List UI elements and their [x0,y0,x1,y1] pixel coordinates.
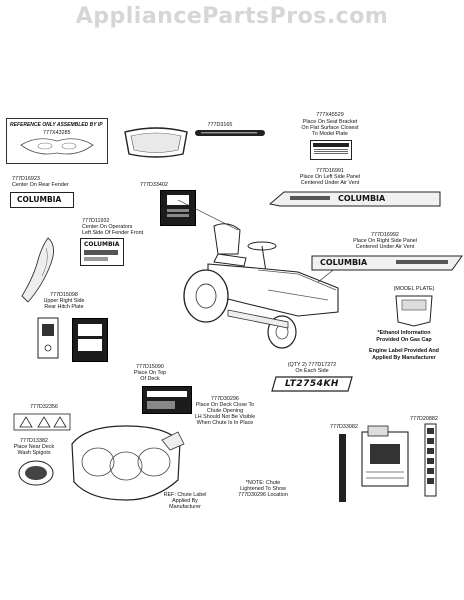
part-777d13382-desc-2: Wash Spigots [17,450,51,456]
part-777d13382-label: 777D13382 [20,438,48,444]
model-decal-text: LT2754KH [285,379,339,389]
part-777d16923-label: 777D16923 [12,176,40,182]
part-777d20882-strip [424,423,437,497]
part-777d17272-decal [271,376,353,392]
columbia-brand-text: COLUMBIA [338,194,386,203]
seat-pad-outline-icon [20,138,94,155]
engine-label-line-2: Applied By Manufacturer [372,355,436,361]
part-777d30296-desc-3: LH Should Not Be Visible [194,414,256,420]
part-777d16992-decal [311,255,463,271]
ethanol-note-line-2: Provided On Gas Cap [376,337,432,343]
seat-decal-graphic [124,127,188,158]
part-777d30296-label: 777D30296 [211,396,239,402]
reference-box-part: 777X43285 [43,130,71,136]
part-777d30296-desc-2: Chute Opening [206,408,244,414]
columbia-brand-text: COLUMBIA [84,241,120,248]
part-777d32356-label: 777D32356 [30,404,58,410]
part-777x45529-label: 777X45529 [316,112,344,118]
part-777d16991-decal [268,191,441,207]
hitch-plate-outline-icon [37,317,59,359]
part-777d16991-desc-1: Place On Left Side Panel [299,174,361,180]
part-777d3165-strip [195,130,265,136]
columbia-brand-text: COLUMBIA [320,258,368,267]
part-777d15090-desc-2: Of Deck [140,376,160,382]
part-777x45529-decal [310,140,352,160]
part-777d16923-desc: Center On Rear Fender [12,182,69,188]
part-777d16992-desc-1: Place On Right Side Panel [353,238,417,244]
part-777d16992-label: 777D16992 [371,232,399,238]
part-777d33402-label: 777D33402 [140,182,168,188]
note-chute-line-2: Lightened To Show [240,486,286,492]
note-chute-line-3: 777D30296 Location [238,492,288,498]
engine-label-line-1: Engine Label Provided And [369,348,439,354]
model-plate-label: (MODEL PLATE) [393,286,435,292]
part-777d30296-desc-1: Place On Deck Close To [195,402,255,408]
part-777d11932-desc-2: Left Side Of Fender Front [82,230,144,236]
part-777d20882-label: 777D20882 [410,416,438,422]
part-777x45529-desc-1: Place On Seat Bracket [302,119,358,125]
part-777d15098-decal [72,318,108,362]
part-777x45529-desc-2: On Flat Surface Closest [301,125,359,131]
part-777d33082-strip [339,434,346,502]
part-777d13382-desc-1: Place Near Deck [13,444,55,450]
part-777d33082-label: 777D33082 [330,424,358,430]
part-777d15090-decal [142,386,192,414]
part-777d16992-desc-2: Centered Under Air Vent [355,244,415,250]
columbia-brand-text: COLUMBIA [17,195,62,204]
ref-chute-line-3: Manufacturer [169,504,201,510]
part-777d16991-label: 777D16991 [316,168,344,174]
reference-box-title: REFERENCE ONLY ASSEMBLED BY IP [10,122,103,128]
ref-chute-line-2: Applied By [172,498,198,504]
lawn-tractor-drawing [177,199,347,349]
part-777d16991-desc-2: Centered Under Air Vent [300,180,360,186]
part-777d3165-label: 777D3165 [207,122,233,128]
part-777d17272-desc: On Each Side [295,368,329,374]
part-777d32356-decal [13,413,71,431]
mower-deck-drawing [71,425,185,501]
part-777d11932-decal: COLUMBIA [80,238,124,266]
engine-block-drawing [361,425,409,487]
watermark: AppliancePartsPros.com [75,4,389,29]
wash-spigot-round-decal-icon [18,460,54,486]
part-777d17272-label: (QTY 2) 777D17272 [287,362,337,368]
part-777d11932-label: 777D11932 [82,218,110,224]
part-777d15098-desc-1: Upper Right Side [43,298,85,304]
ethanol-note-line-1: *Ethanol Information [377,330,431,336]
part-777d15090-desc-1: Place On Top [133,370,167,376]
ref-chute-line-1: REF: Chute Label [163,492,207,498]
note-chute-line-1: *NOTE: Chute [245,480,281,486]
model-plate-bracket-icon [395,295,433,327]
part-777d16923-decal: COLUMBIA [10,192,74,208]
part-777d11932-desc-1: Center On Operators [82,224,133,230]
part-777d15090-label: 777D15090 [136,364,164,370]
part-777x45529-desc-3: To Model Plate [312,131,348,137]
part-777d30296-desc-4: When Chute Is In Place [196,420,254,426]
part-777d15098-label: 777D15098 [50,292,78,298]
reference-only-box: REFERENCE ONLY ASSEMBLED BY IP 777X43285 [6,118,108,164]
part-777d15098-desc-2: Rear Hitch Plate [44,304,84,310]
fender-front-outline-icon [21,237,54,303]
